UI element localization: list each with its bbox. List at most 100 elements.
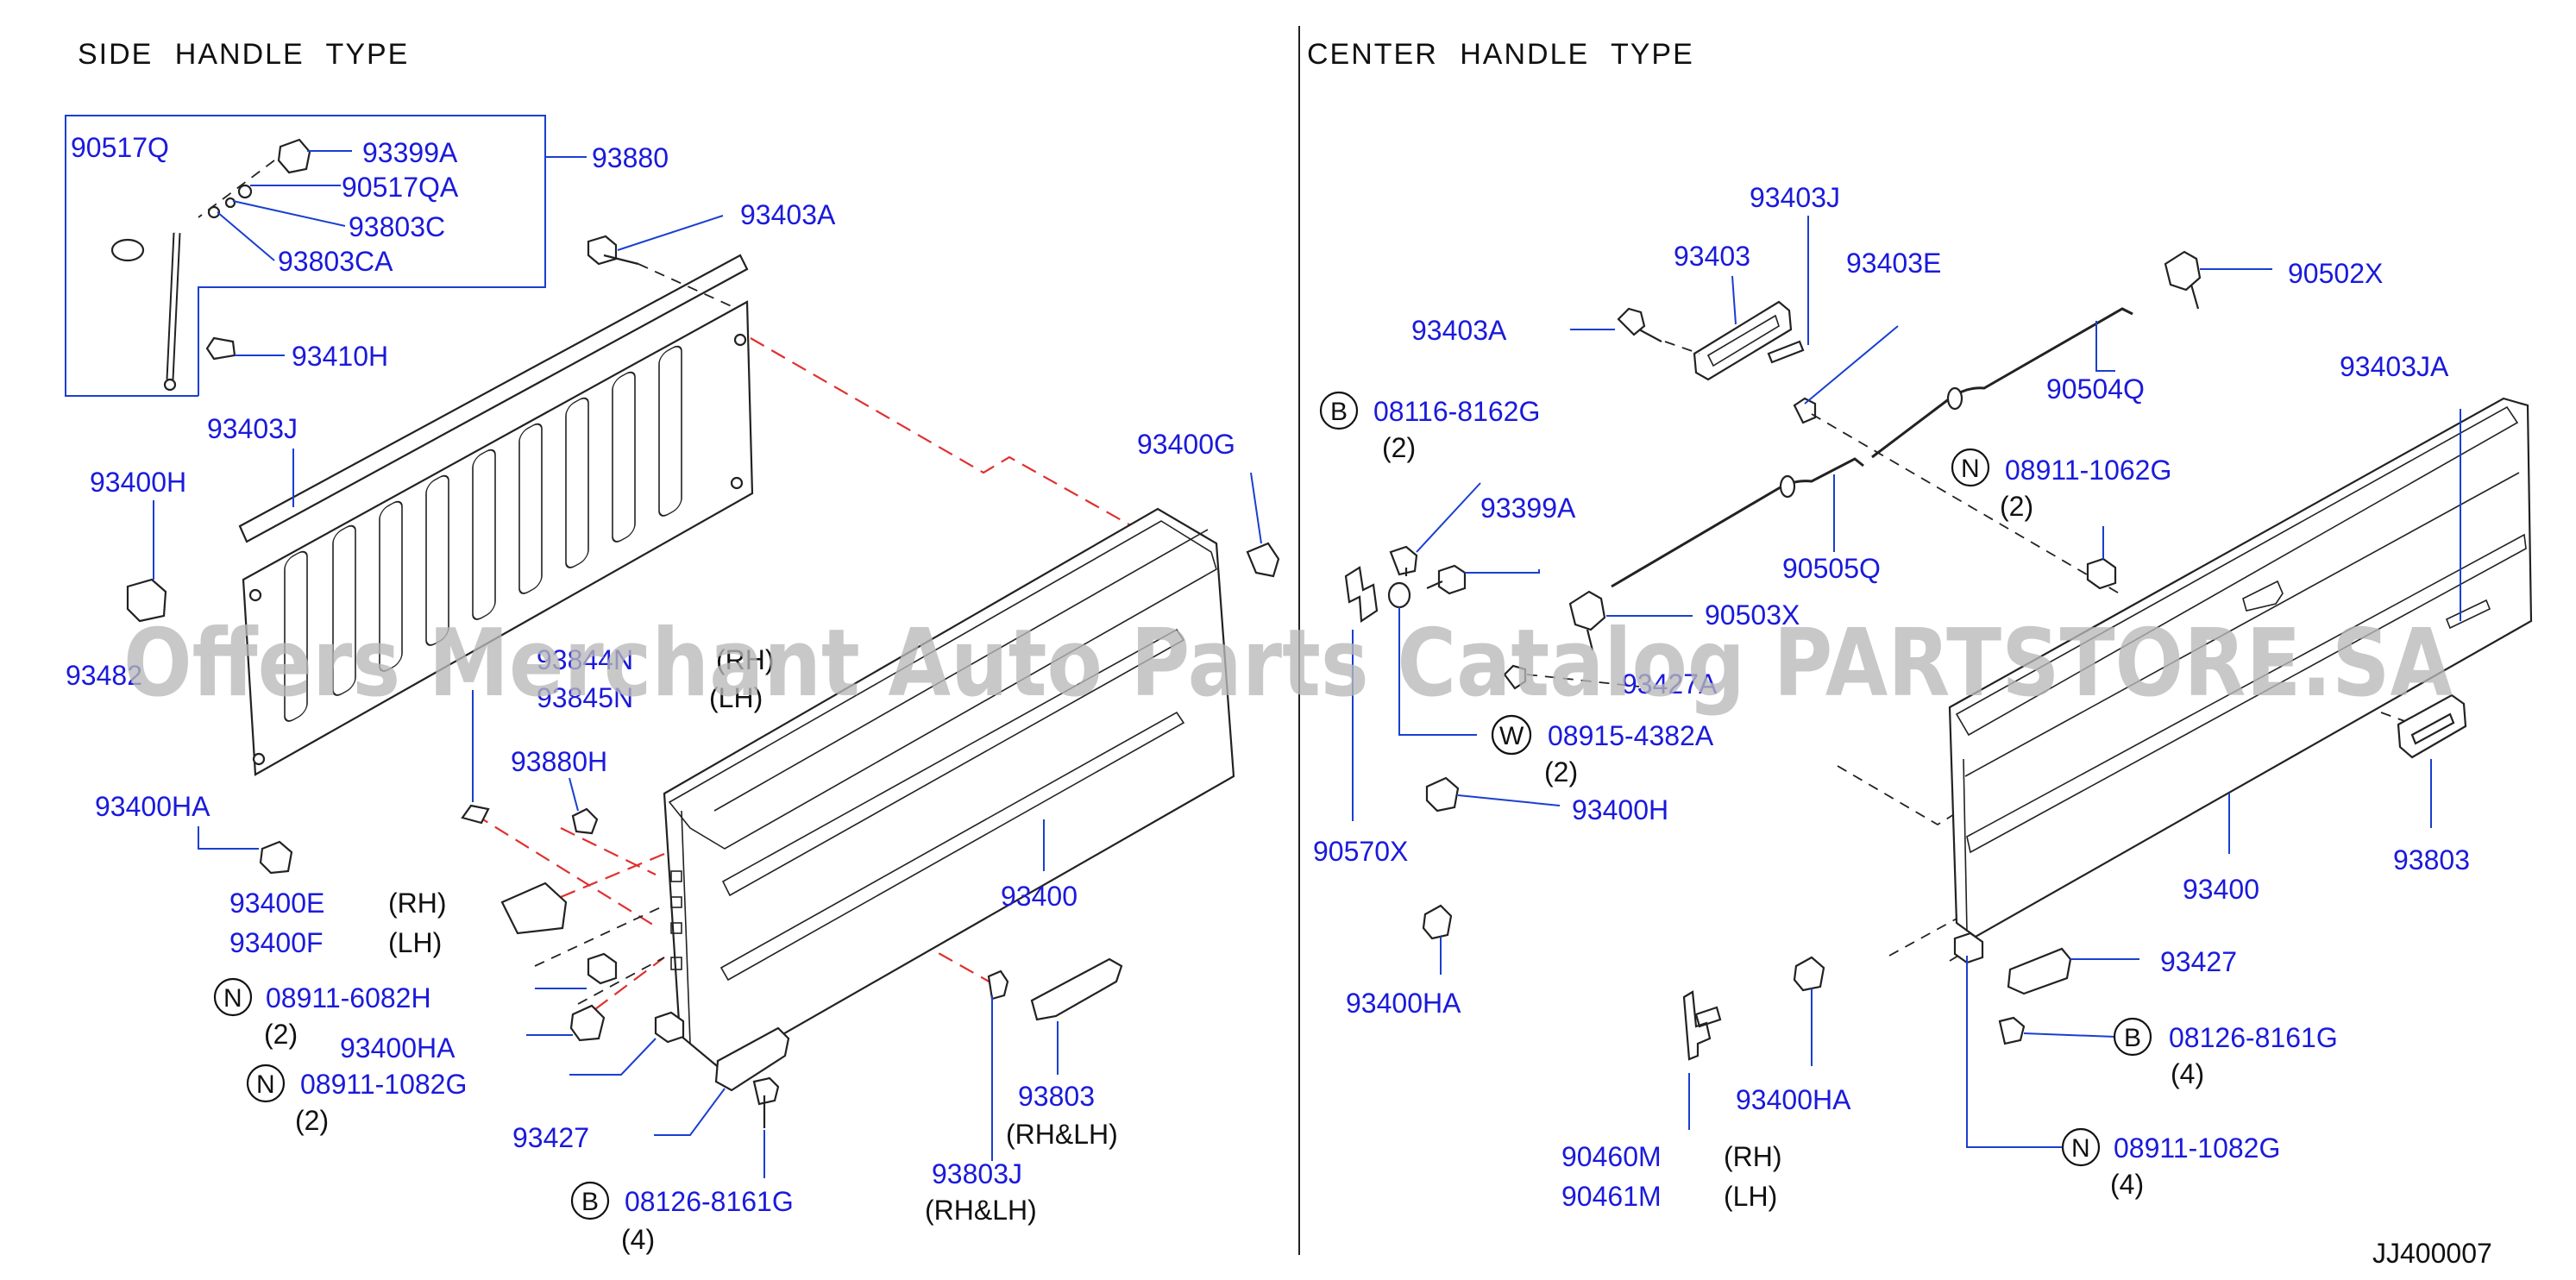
circle-b-right-2 [2113,1017,2152,1057]
label-90505q: 90505Q [1782,553,1881,584]
label-qty-b1-left: (4) [621,1224,655,1255]
label-90517q: 90517Q [71,132,169,163]
label-lh-right: (LH) [1724,1181,1777,1212]
label-rh-2: (RH) [388,888,447,919]
clip-93400ha-top [259,840,293,875]
label-90502x: 90502X [2288,258,2383,289]
label-93400-right: 93400 [2183,874,2259,905]
stud-93880h [571,807,599,835]
label-qty-b2-right: (4) [2171,1058,2204,1089]
tailgate-panel-left [663,507,1235,1071]
label-93400ha-top: 93400HA [95,791,210,822]
clip-93400ha-right-bottom [1793,956,1825,992]
nut-08911-1082g-right [1953,932,1984,964]
circle-b-left [570,1181,610,1220]
label-93399a-right: 93399A [1480,493,1576,524]
label-93845n: 93845N [537,682,633,713]
label-93400f: 93400F [229,927,324,958]
stopper-93400h [126,578,167,623]
washer-08915-4382a [1387,581,1411,609]
label-93403ja: 93403JA [2340,351,2449,382]
label-93482: 93482 [66,660,142,691]
label-08116-8162g: 08116-8162G [1373,396,1540,427]
bolt-93403a [587,235,639,266]
hinge-93427-right [2007,947,2072,995]
label-rhlh-1: (RH&LH) [1006,1119,1118,1150]
svg-text:W: W [1499,722,1524,750]
label-93803-right: 93803 [2393,844,2470,875]
watermark-text: Offers Merchant Auto Parts Catalog PARTS… [123,610,2453,718]
label-08911-1082g-right: 08911-1082G [2114,1133,2280,1164]
label-93803j: 93803J [932,1158,1022,1189]
label-qty-n1-left: (2) [264,1019,298,1050]
clip-93400ha-right-left [1422,904,1453,940]
svg-text:N: N [1961,455,1980,483]
label-93403: 93403 [1674,241,1750,272]
circle-b-right-1 [1319,391,1359,430]
nut-08911-1062g [2086,557,2117,590]
label-93399a-left: 93399A [362,137,458,168]
svg-text:B: B [1330,398,1348,426]
label-rhlh-2: (RH&LH) [925,1195,1037,1226]
label-93400g: 93400G [1137,429,1235,460]
label-93427a: 93427A [1622,668,1718,700]
label-90503x: 90503X [1705,599,1800,631]
label-93410h: 93410H [292,341,388,372]
nut-08911-6082h [587,952,618,985]
label-93400h-left: 93400H [90,467,186,498]
inner-tailgate-panel [242,300,754,776]
clip-93403e [1793,397,1817,424]
label-93403j-right: 93403J [1750,182,1840,213]
diagram-id: JJ400007 [2372,1238,2492,1269]
svg-text:N: N [223,984,242,1013]
bracket-93400g [1246,542,1280,578]
circle-w-right [1491,714,1532,756]
label-90460m: 90460M [1561,1141,1662,1172]
label-93400ha-mid: 93400HA [340,1032,456,1064]
bolt-08116-8162g [1389,545,1418,576]
bolt-93399a-right [1426,564,1467,595]
nut-08911-1082g [654,1011,685,1044]
label-93400ha-right-bottom: 93400HA [1736,1084,1851,1115]
label-90570x: 90570X [1313,836,1408,867]
label-93844n: 93844N [537,644,633,675]
label-90517qa: 90517QA [342,172,459,203]
label-qty-n2-right: (4) [2110,1169,2144,1200]
label-qty-w1-right: (2) [1544,756,1578,787]
bezel-93803j [987,969,1009,1001]
label-93427-right: 93427 [2160,946,2237,977]
rod-90505q [1611,457,1864,588]
label-93403e: 93403E [1846,248,1941,279]
svg-text:B: B [581,1188,599,1216]
label-93880h: 93880H [511,746,607,777]
label-qty-b1-right: (2) [1382,432,1416,463]
right-section-title: CENTER HANDLE TYPE [1307,38,1694,71]
label-93803ca: 93803CA [278,246,393,277]
circle-n-right-2 [2061,1127,2101,1167]
bolt-08126-8161g-left [752,1076,780,1128]
svg-text:B: B [2124,1024,2141,1052]
label-93427-left: 93427 [512,1122,589,1153]
label-90504q: 90504Q [2046,373,2145,405]
label-93400ha-right-left: 93400HA [1346,988,1461,1019]
circle-n-right-1 [1951,448,1990,487]
tailgate-panel-right [1948,397,2533,938]
handle-bezel-93403 [1693,300,1805,381]
label-qty-n1-right: (2) [2000,491,2033,522]
gas-strut [110,138,311,392]
rod-bracket-90460m [1682,990,1722,1061]
bracket-90570x [1344,566,1379,623]
label-93403a-right: 93403A [1411,315,1507,346]
label-08126-8161g-right: 08126-8161G [2169,1022,2338,1053]
label-93880: 93880 [592,142,669,173]
handle-93803-right [2397,693,2467,759]
label-90461m: 90461M [1561,1181,1662,1212]
screw-93403a-right [1617,307,1662,342]
latch-90502x [2164,250,2202,310]
left-section-title: SIDE HANDLE TYPE [78,38,409,71]
bumper-93400e [500,882,568,935]
svg-text:N: N [2071,1134,2090,1163]
label-08911-6082h: 08911-6082H [266,982,431,1013]
label-93400-left: 93400 [1001,881,1078,912]
